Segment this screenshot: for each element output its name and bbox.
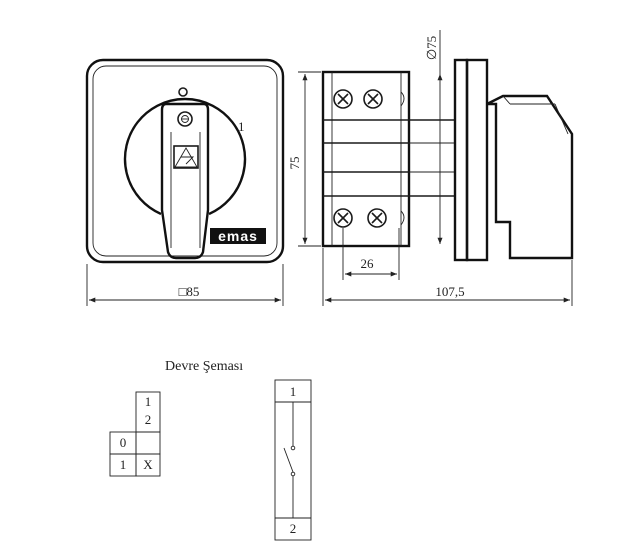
rotary-handle: [160, 102, 210, 260]
schema-title: Devre Şeması: [165, 359, 243, 374]
handle-screw: [177, 111, 193, 127]
dial-disc: [123, 97, 247, 216]
side-tab: [400, 210, 405, 226]
contact-point-bottom: [290, 471, 296, 477]
circuit-diagram: 1 2: [274, 379, 312, 541]
front-plate-profile: [453, 58, 469, 262]
side-view: 75 ∅75 26 107,5: [287, 30, 574, 306]
table-contact-2: 2: [145, 412, 152, 427]
terminal-screw-icon: [363, 89, 383, 109]
table-contact-1: 1: [145, 394, 152, 409]
circuit-frame: [274, 379, 312, 541]
brand-logo-icon: [173, 145, 199, 169]
front-view: 1 emas □85: [85, 58, 285, 306]
contact-point-top: [290, 445, 296, 451]
switching-table: 1 2 0 1 X: [109, 391, 161, 477]
handle-profile-edge: [502, 95, 511, 105]
table-closed-mark: X: [143, 457, 153, 472]
dim-width-label: □85: [179, 284, 200, 299]
contact-block: [321, 70, 411, 248]
terminal-screw-icon: [333, 208, 353, 228]
brand-badge-text: emas: [218, 228, 258, 244]
dim-height-label: 75: [287, 157, 302, 170]
front-plate-collar: [465, 58, 489, 262]
dim-terminal-label: 26: [361, 256, 375, 271]
front-plate-inner: [92, 65, 278, 257]
terminal-screw-icon: [333, 89, 353, 109]
position-one-label: 1: [238, 119, 245, 134]
handle-profile-edge3: [554, 103, 569, 135]
handle-profile: [486, 94, 574, 260]
front-plate-outer: [85, 58, 285, 264]
table-position-0: 0: [120, 435, 127, 450]
side-tab: [400, 91, 405, 107]
circuit-terminal-2: 2: [290, 521, 297, 536]
switch-blade: [283, 447, 294, 473]
table-position-1: 1: [120, 457, 127, 472]
dim-diameter-label: ∅75: [424, 36, 439, 60]
dim-depth-label: 107,5: [435, 284, 464, 299]
position-zero-mark: [178, 87, 188, 97]
circuit-schema: Devre Şeması 1 2 0 1 X 1 2: [109, 359, 312, 541]
brand-badge: [210, 228, 266, 244]
terminal-screw-icon: [367, 208, 387, 228]
circuit-terminal-1: 1: [290, 384, 297, 399]
